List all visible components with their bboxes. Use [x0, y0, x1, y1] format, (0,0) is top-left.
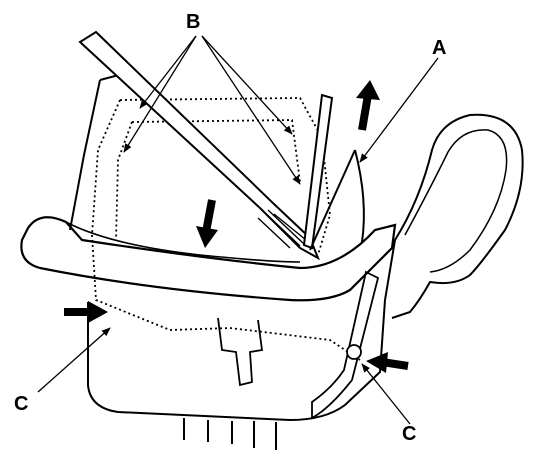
panel-hidden-outline-2: [115, 119, 301, 241]
clip-c-arrow-left: [64, 301, 108, 323]
right-clip-c: [346, 344, 362, 360]
rear-hood-inner: [404, 129, 508, 273]
center-clip-tab: [217, 317, 264, 387]
second-tool: [302, 93, 334, 250]
label-c-right: C: [402, 423, 417, 445]
base-feet: [183, 418, 277, 450]
push-down-arrow: [196, 199, 218, 248]
panel-edge-right: [309, 149, 356, 251]
base-box: [87, 299, 386, 422]
label-a: A: [432, 37, 447, 59]
rear-hood: [384, 113, 524, 319]
side-slot: [311, 270, 380, 420]
clip-c-arrow-right: [366, 352, 409, 373]
label-c-left: C: [14, 393, 29, 415]
leader-lines: [37, 35, 439, 425]
pull-up-arrow: [356, 80, 380, 131]
front-bezel-rim: [65, 221, 301, 263]
pry-tool-tip-hatch: [257, 209, 307, 249]
panel-side-edge: [354, 149, 365, 243]
label-b: B: [186, 11, 201, 33]
